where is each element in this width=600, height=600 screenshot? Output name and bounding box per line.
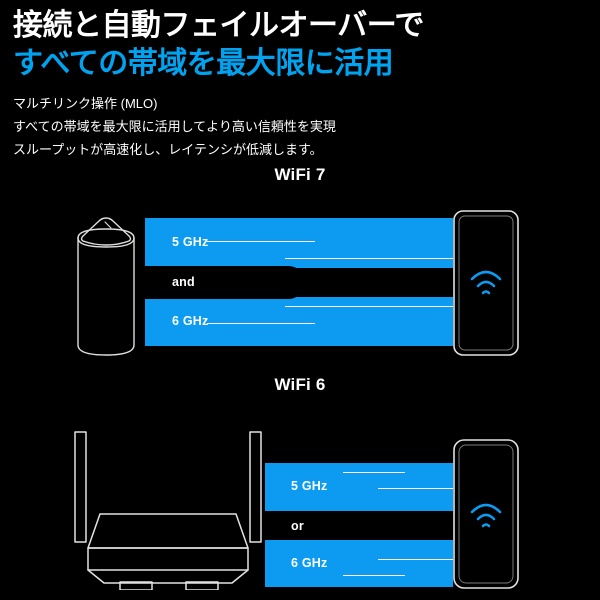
signal-streak: [207, 241, 315, 242]
signal-streak: [343, 575, 405, 576]
signal-streak: [285, 306, 453, 307]
band-label-5ghz-wifi7: 5 GHz: [172, 235, 209, 249]
diagram-wifi7: 5 GHz and 6 GHz: [0, 200, 600, 370]
band-5ghz-wifi7: [145, 218, 453, 268]
band-5ghz-wifi6: [265, 463, 453, 511]
band-stack-wifi7: 5 GHz and 6 GHz: [145, 218, 453, 346]
subcopy-line-3: スループットが高速化し、レイテンシが低減します。: [13, 142, 323, 157]
band-gap-wifi6: [265, 511, 453, 540]
band-label-6ghz-wifi7: 6 GHz: [172, 314, 209, 328]
section-label-wifi6: WiFi 6: [274, 375, 326, 394]
smartphone-icon: [453, 210, 519, 356]
band-label-6ghz-wifi6: 6 GHz: [291, 556, 328, 570]
mesh-router-icon: [77, 217, 135, 356]
wifi-icon: [470, 270, 502, 295]
section-label-wifi7: WiFi 7: [274, 165, 326, 184]
headline-line-1: 接続と自動フェイルオーバーで: [13, 9, 424, 42]
subcopy-block: マルチリンク操作 (MLO) すべての帯域を最大限に活用してより高い信頼性を実現…: [13, 92, 573, 161]
connector-pill-wifi7: [145, 266, 305, 299]
connector-label-wifi7: and: [172, 275, 195, 289]
signal-streak: [285, 258, 453, 259]
band-6ghz-wifi7: [145, 297, 453, 346]
headline-block: 接続と自動フェイルオーバーで すべての帯域を最大限に活用: [13, 7, 593, 83]
signal-streak: [343, 472, 405, 473]
band-6ghz-wifi6: [265, 540, 453, 587]
connector-label-wifi6: or: [291, 519, 304, 533]
signal-streak: [378, 559, 453, 560]
headline-line-2: すべての帯域を最大限に活用: [13, 47, 394, 80]
signal-streak: [207, 323, 315, 324]
signal-streak: [378, 488, 453, 489]
router-icon: [74, 431, 262, 590]
diagram-wifi6: 5 GHz or 6 GHz: [0, 410, 600, 595]
subcopy-line-2: すべての帯域を最大限に活用してより高い信頼性を実現: [13, 119, 336, 134]
band-label-5ghz-wifi6: 5 GHz: [291, 479, 328, 493]
smartphone-icon: [453, 439, 519, 589]
subcopy-line-1: マルチリンク操作 (MLO): [13, 96, 158, 111]
wifi-icon: [470, 503, 502, 528]
band-stack-wifi6: 5 GHz or 6 GHz: [265, 463, 453, 587]
